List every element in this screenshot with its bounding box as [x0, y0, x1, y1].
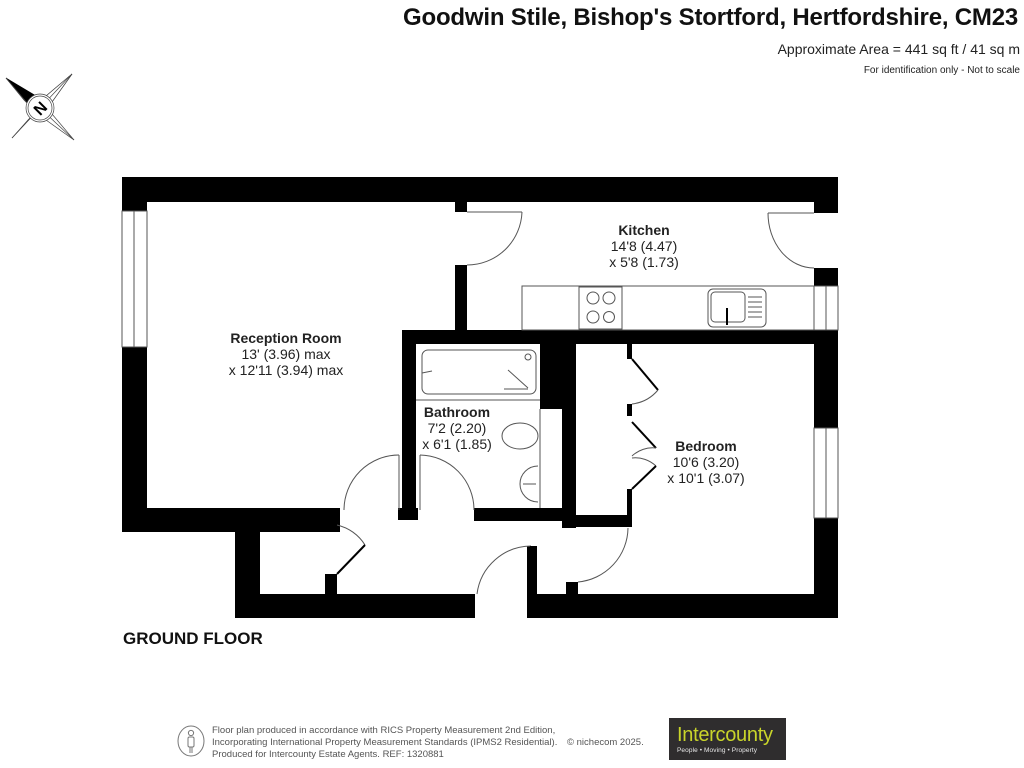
room-name: Bathroom: [423, 404, 491, 420]
room-dimension: 10'6 (3.20): [672, 454, 740, 470]
room-name: Reception Room: [230, 330, 342, 346]
room-dimension: x 5'8 (1.73): [609, 254, 679, 270]
hob-icon: [578, 286, 623, 330]
walls: [122, 177, 838, 618]
room-dimension: 14'8 (4.47): [610, 238, 678, 254]
footer-line: Incorporating International Property Mea…: [212, 737, 558, 748]
room-dimension: 13' (3.96) max: [241, 346, 331, 362]
room-dimension: x 6'1 (1.85): [422, 436, 492, 452]
door-swings: [336, 211, 815, 595]
footer-line: Floor plan produced in accordance with R…: [212, 725, 556, 736]
compass-rose-icon: N: [5, 73, 75, 141]
sink-icon: [707, 288, 767, 328]
footer-disclaimer: Floor plan produced in accordance with R…: [212, 725, 557, 761]
scale-disclaimer: For identification only - Not to scale: [863, 65, 1020, 76]
floor-label: GROUND FLOOR: [123, 629, 263, 648]
windows: [121, 210, 839, 519]
intercounty-logo: Intercounty People • Moving • Property: [669, 718, 786, 760]
room-name: Kitchen: [618, 222, 670, 238]
room-label-bathroom: Bathroom 7'2 (2.20) x 6'1 (1.85): [422, 404, 492, 452]
bathtub-icon: [421, 349, 537, 395]
room-dimension: 7'2 (2.20): [427, 420, 487, 436]
footer-line: Produced for Intercounty Estate Agents. …: [212, 749, 444, 760]
toilet-icon: [501, 422, 539, 450]
room-name: Bedroom: [675, 438, 737, 454]
room-dimension: x 12'11 (3.94) max: [228, 362, 344, 378]
basin-icon: [519, 465, 539, 503]
room-label-reception: Reception Room 13' (3.96) max x 12'11 (3…: [229, 330, 343, 378]
room-label-bedroom: Bedroom 10'6 (3.20) x 10'1 (3.07): [667, 438, 744, 486]
logo-brand: Intercounty: [677, 724, 773, 746]
copyright-notice: © nichecom 2025.: [567, 737, 644, 748]
logo-tagline: People • Moving • Property: [677, 747, 758, 754]
kitchen-worktop: [521, 285, 815, 331]
person-info-icon: [177, 725, 205, 757]
room-dimension: x 10'1 (3.07): [667, 470, 745, 486]
room-label-kitchen: Kitchen 14'8 (4.47) x 5'8 (1.73): [609, 222, 679, 270]
kitchen-fixtures: [521, 285, 815, 331]
property-address-title: Goodwin Stile, Bishop's Stortford, Hertf…: [403, 4, 1018, 31]
bathroom-fixtures: [416, 349, 541, 508]
approximate-area: Approximate Area = 441 sq ft / 41 sq m: [777, 41, 1020, 57]
